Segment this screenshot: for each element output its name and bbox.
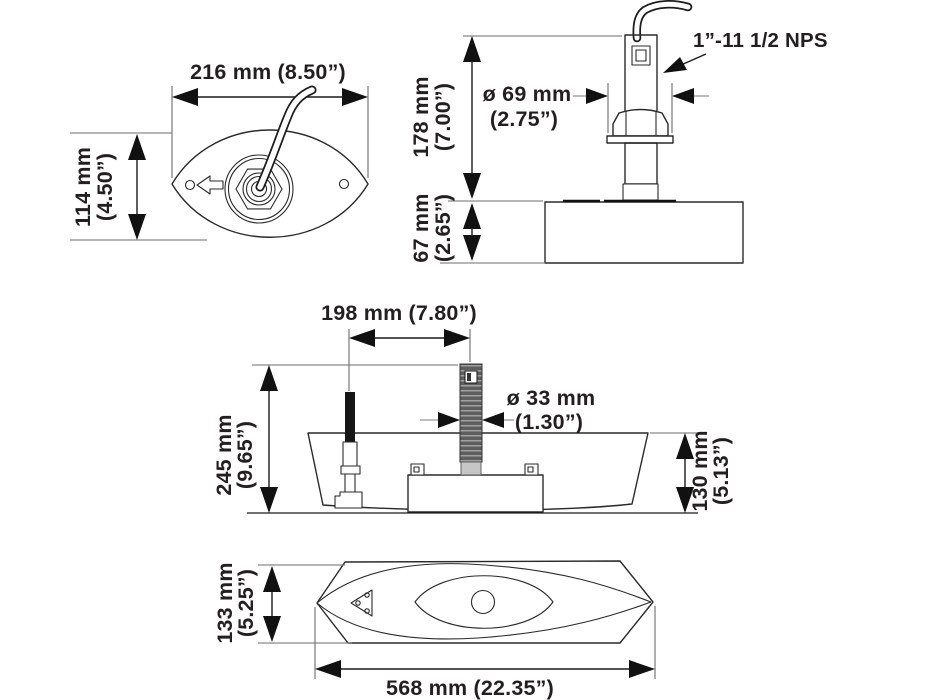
locking-nut (612, 108, 669, 137)
dimension-arrow (438, 412, 460, 428)
sensor-eye-contour (414, 575, 554, 629)
rod-lower-stem (344, 473, 356, 493)
dim-label-33-in: (1.30”) (515, 410, 583, 434)
fairing-top-view: 216 mm (8.50”) 114 mm (4.50”) (70, 60, 369, 241)
dimension-arrow (629, 660, 655, 678)
stem-window-inner (467, 373, 471, 381)
washer (606, 135, 674, 144)
threaded-stem-lower (624, 142, 658, 185)
dim-label-178-mm: 178 mm (409, 76, 433, 157)
dimension-arrow (263, 616, 281, 642)
stem-boss (224, 154, 294, 224)
boss-ring (242, 172, 276, 206)
mounting-hole (338, 178, 350, 190)
rod-shaft (345, 392, 355, 442)
dimension-arrow (482, 412, 504, 428)
speed-sensor-rod (334, 392, 363, 509)
fairing-outline (316, 560, 654, 644)
logo-outline (350, 589, 373, 617)
dimension-arrow (676, 487, 694, 513)
dim-label-198: 198 mm (7.80”) (321, 301, 477, 325)
logo-dot (364, 608, 370, 614)
leader-arrow (663, 57, 687, 73)
rod-sleeve (342, 441, 358, 469)
dimension-arrow (444, 329, 470, 347)
dimension-arrow (315, 660, 341, 678)
dim-label-245-in: (9.65”) (233, 421, 257, 489)
dim-label-67-mm: 67 mm (409, 193, 433, 262)
dimension-arrow (672, 88, 694, 104)
boss-ring (224, 154, 294, 224)
boss-ring (227, 157, 291, 221)
dim-label-568: 568 mm (22.35”) (386, 676, 554, 700)
dim-label-114-mm: 114 mm (71, 147, 95, 227)
dimension-arrow (342, 88, 368, 106)
dimension-arrow (260, 365, 278, 391)
stem-base (460, 461, 482, 476)
dim-label-69-mm: ø 69 mm (483, 82, 572, 106)
logo-dot (364, 592, 370, 598)
logo-triangle-icon (350, 589, 373, 617)
fairing-contour-top (316, 563, 652, 604)
dimension-arrow (263, 566, 281, 592)
dim-label-133-in: (5.25”) (234, 569, 258, 637)
dimension-arrow (128, 134, 146, 160)
cable (255, 85, 317, 192)
forward-direction-arrow-icon (196, 175, 224, 195)
rod-flange (340, 465, 361, 475)
dim-label-69-in: (2.75”) (490, 107, 558, 131)
thread-spec-label: 1”-11 1/2 NPS (693, 29, 828, 52)
stem-side-view: 1”-11 1/2 NPS ø 69 mm (2.75”) 178 mm (7.… (409, 0, 828, 264)
dimension-arrow (586, 88, 608, 104)
body-clip-detail (413, 466, 420, 473)
dimension-arrow (260, 487, 278, 513)
dimension-arrow (128, 214, 146, 240)
fairing-contour-bottom (316, 601, 652, 640)
dimension-arrow (349, 329, 375, 347)
dim-label-114-in: (4.50”) (93, 153, 117, 221)
dimension-arrow (463, 203, 481, 229)
dim-label-130-in: (5.13”) (709, 437, 733, 505)
dimension-arrow (676, 433, 694, 459)
dim-label-245-mm: 245 mm (212, 414, 236, 495)
dim-label-178-in: (7.00”) (431, 83, 455, 151)
transducer-body (407, 474, 544, 513)
body-clip-detail (527, 466, 534, 473)
stem-collar (622, 183, 659, 201)
dimension-arrow (463, 235, 481, 261)
dim-label-216: 216 mm (8.50”) (190, 60, 346, 84)
sensor-element (470, 589, 496, 615)
dim-label-130-mm: 130 mm (688, 430, 712, 511)
dim-label-133-mm: 133 mm (213, 562, 237, 643)
leader-line (680, 53, 707, 66)
cable-core (634, 1, 691, 41)
dim-label-67-in: (2.65”) (431, 194, 455, 262)
mounting-hole (184, 179, 196, 191)
hull-section-view: 198 mm (7.80”) ø 33 mm (1.30”) (212, 301, 733, 514)
dimension-arrow (172, 88, 198, 106)
boss-ring (245, 175, 273, 203)
fairing-bottom-view: 133 mm (5.25”) 568 mm (22.35”) (213, 560, 656, 700)
cable-core (257, 87, 315, 190)
logo-dot (355, 600, 361, 606)
dimension-arrow (463, 36, 481, 62)
rod-foot (334, 491, 363, 509)
dim-label-33-mm: ø 33 mm (507, 386, 596, 410)
stem-window-inner (635, 49, 647, 62)
transducer-body (544, 201, 744, 264)
dimension-arrow (463, 173, 481, 199)
